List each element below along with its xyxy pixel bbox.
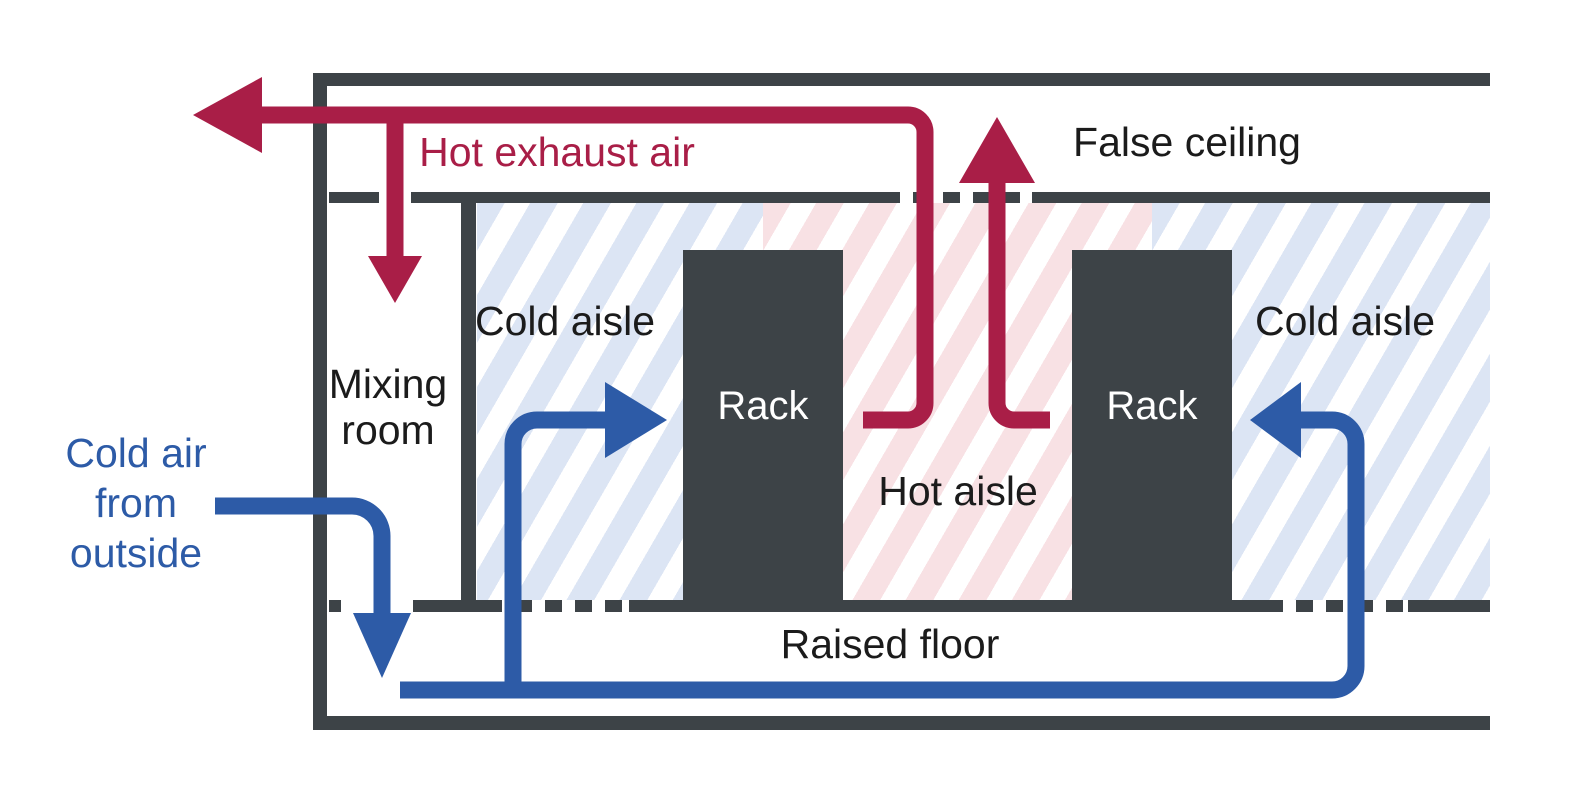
false-ceiling-label: False ceiling bbox=[1073, 119, 1301, 165]
hot-recirculation-arrowhead-down-icon bbox=[368, 256, 422, 303]
cold-aisle-left-label: Cold aisle bbox=[474, 298, 656, 344]
mixing-room-label-line1: Mixing bbox=[328, 361, 448, 407]
server-rack-left: Rack bbox=[683, 250, 843, 602]
hot-aisle-label: Hot aisle bbox=[878, 468, 1038, 514]
hot-riser-arrowhead-up-icon bbox=[959, 117, 1035, 183]
cold-aisle-right-label: Cold aisle bbox=[1254, 298, 1436, 344]
room-left-wall bbox=[313, 73, 327, 730]
cold-air-from-outside-label: Cold air from outside bbox=[65, 428, 206, 578]
raised-floor-vent-dashes-left bbox=[485, 600, 629, 612]
hot-exhaust-arrowhead-left-icon bbox=[193, 77, 262, 153]
room-bottom-wall bbox=[313, 716, 1490, 730]
rack-left-label: Rack bbox=[717, 384, 809, 428]
raised-floor-line bbox=[329, 600, 341, 612]
server-rack-right: Rack bbox=[1072, 250, 1232, 602]
hot-exhaust-air-label: Hot exhaust air bbox=[419, 129, 695, 175]
mixing-room-label-line2: room bbox=[341, 407, 435, 453]
rack-right-label: Rack bbox=[1106, 384, 1198, 428]
mixing-room-label: Mixing room bbox=[329, 361, 447, 453]
mixing-room-wall bbox=[461, 192, 476, 612]
cold-air-label-line1: Cold air bbox=[65, 430, 207, 476]
cold-air-label-line2: from bbox=[95, 480, 177, 526]
raised-floor-vent-dashes-right bbox=[1266, 600, 1408, 612]
false-ceiling-line bbox=[411, 192, 883, 203]
false-ceiling-vent-dashes bbox=[883, 192, 1032, 203]
room-top-wall bbox=[313, 73, 1490, 86]
false-ceiling-line bbox=[1032, 192, 1490, 203]
false-ceiling-line bbox=[329, 192, 379, 203]
cold-inlet-arrowhead-down-icon bbox=[353, 613, 411, 678]
raised-floor-line bbox=[1408, 600, 1490, 612]
cold-air-label-line3: outside bbox=[69, 530, 203, 576]
cold-inlet-pipe bbox=[215, 497, 391, 615]
raised-floor-label: Raised floor bbox=[780, 621, 1000, 667]
